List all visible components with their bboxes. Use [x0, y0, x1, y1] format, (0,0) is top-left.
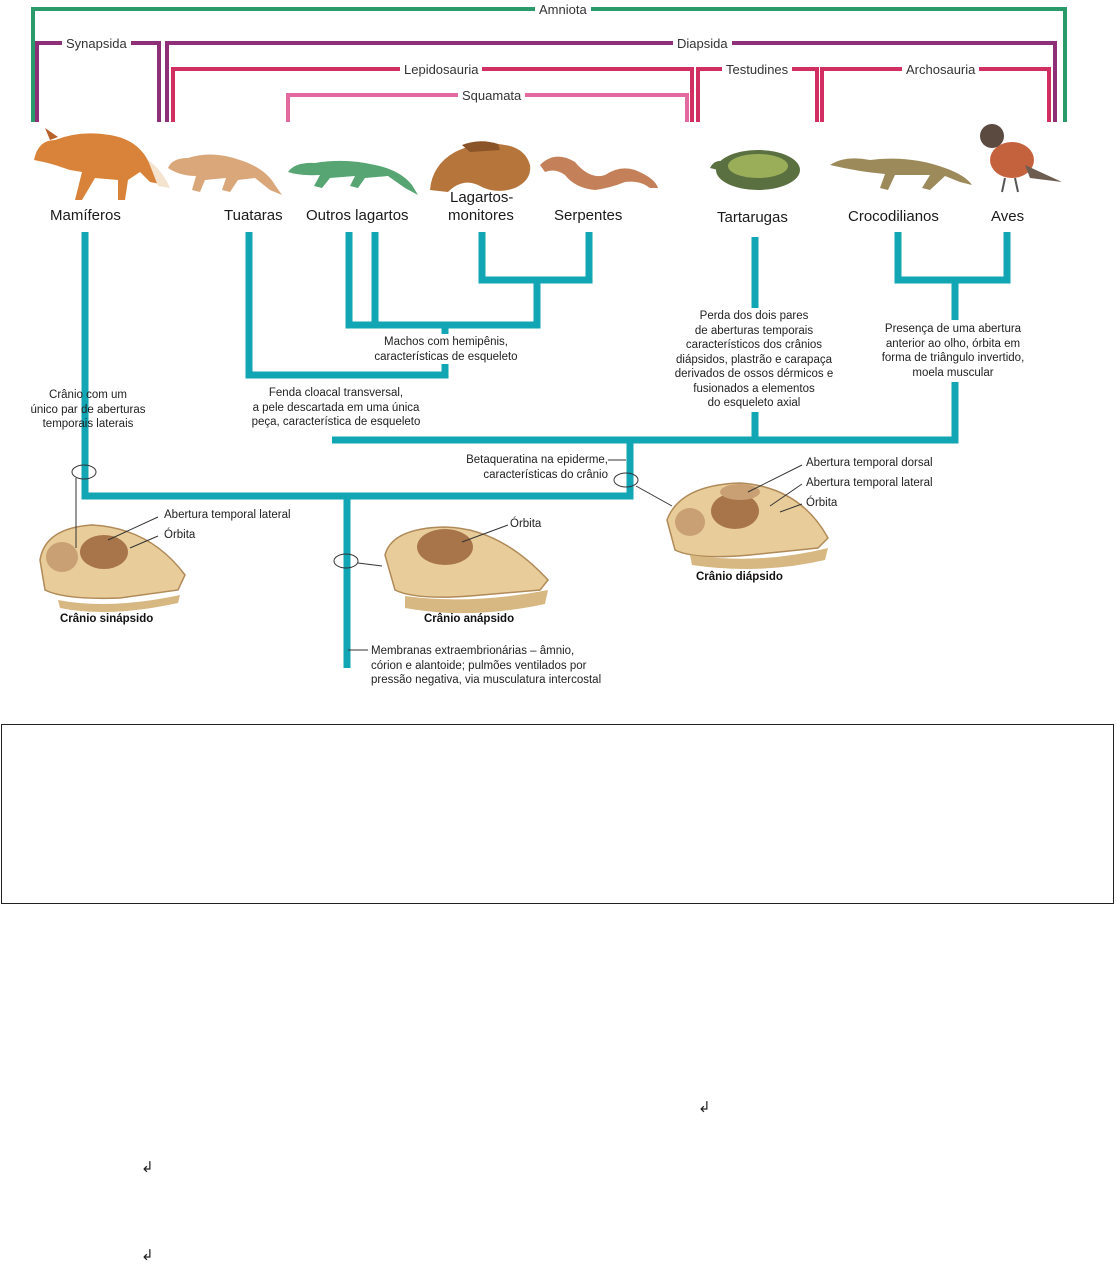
note-amniota-root: Membranas extraembrionárias – âmnio,córi…	[371, 645, 602, 686]
synapsid-part-temporal: Abertura temporal lateral	[164, 509, 291, 521]
tree-branch-mamiferos	[81, 232, 634, 500]
note-cloacal: Fenda cloacal transversal,a pele descart…	[251, 387, 421, 428]
taxon-label-aves: Aves	[991, 208, 1025, 225]
clade-label-diapsida: Diapsida	[673, 36, 732, 51]
diapsid-part-orbita: Órbita	[806, 497, 838, 509]
clade-label-testudines: Testudines	[722, 62, 793, 77]
turtle-icon	[710, 150, 800, 190]
clade-label-lepidosauria: Lepidosauria	[400, 62, 483, 77]
handwritten-arrow-2: ↲	[141, 1158, 154, 1176]
cladogram-lines	[31, 7, 1067, 668]
snake-icon	[540, 156, 658, 190]
taxon-label-lagartos-monitores: Lagartos-	[450, 189, 514, 206]
animal-illustrations	[34, 124, 1062, 200]
clade-label-synapsida: Synapsida	[62, 36, 131, 51]
anapsid-skull-icon	[384, 526, 549, 614]
tree-branch-monitor-serpentes	[478, 232, 593, 284]
monitor-lizard-icon	[430, 141, 531, 192]
taxon-label-crocodilianos: Crocodilianos	[848, 208, 939, 225]
tree-branch-archosauria	[894, 232, 1011, 284]
fox-icon	[34, 128, 170, 200]
tree-branch-squamata	[345, 232, 541, 329]
clade-label-archosauria: Archosauria	[902, 62, 980, 77]
taxon-label-mamiferos: Mamíferos	[50, 207, 121, 224]
synapsid-skull-caption: Crânio sinápsido	[60, 613, 154, 625]
crocodile-icon	[830, 158, 972, 190]
handwritten-arrow-3: ↲	[141, 1246, 154, 1264]
clade-label-squamata: Squamata	[458, 88, 526, 103]
tuatara-icon	[168, 154, 282, 195]
synapsid-part-orbita: Órbita	[164, 529, 196, 541]
note-betaqueratina: Betaqueratina na epiderme,característica…	[466, 454, 608, 481]
taxon-label-lagartos-monitores-line2: monitores	[448, 207, 514, 224]
note-hemipenis: Machos com hemipênis,características de …	[374, 336, 518, 363]
synapsida-bracket	[35, 41, 161, 122]
taxon-label-serpentes: Serpentes	[554, 207, 623, 224]
handwritten-arrow-1: ↲	[698, 1098, 711, 1116]
diapsid-part-lateral: Abertura temporal lateral	[806, 477, 933, 489]
clade-label-amniota: Amniota	[535, 2, 591, 17]
taxon-label-outros-lagartos: Outros lagartos	[306, 207, 409, 224]
anapsid-part-orbita: Órbita	[510, 518, 542, 530]
diapsida-bracket	[165, 41, 1057, 122]
diapsid-skull-icon	[666, 482, 829, 569]
bird-icon	[980, 124, 1062, 193]
diapsid-part-dorsal: Abertura temporal dorsal	[806, 457, 933, 469]
taxon-label-tuataras: Tuataras	[224, 207, 283, 224]
taxon-label-tartarugas: Tartarugas	[717, 209, 788, 226]
diapsid-skull-caption: Crânio diápsido	[696, 571, 783, 583]
answer-box[interactable]	[1, 724, 1114, 904]
anapsid-skull-caption: Crânio anápsido	[424, 613, 515, 625]
lizard-icon	[288, 160, 418, 195]
